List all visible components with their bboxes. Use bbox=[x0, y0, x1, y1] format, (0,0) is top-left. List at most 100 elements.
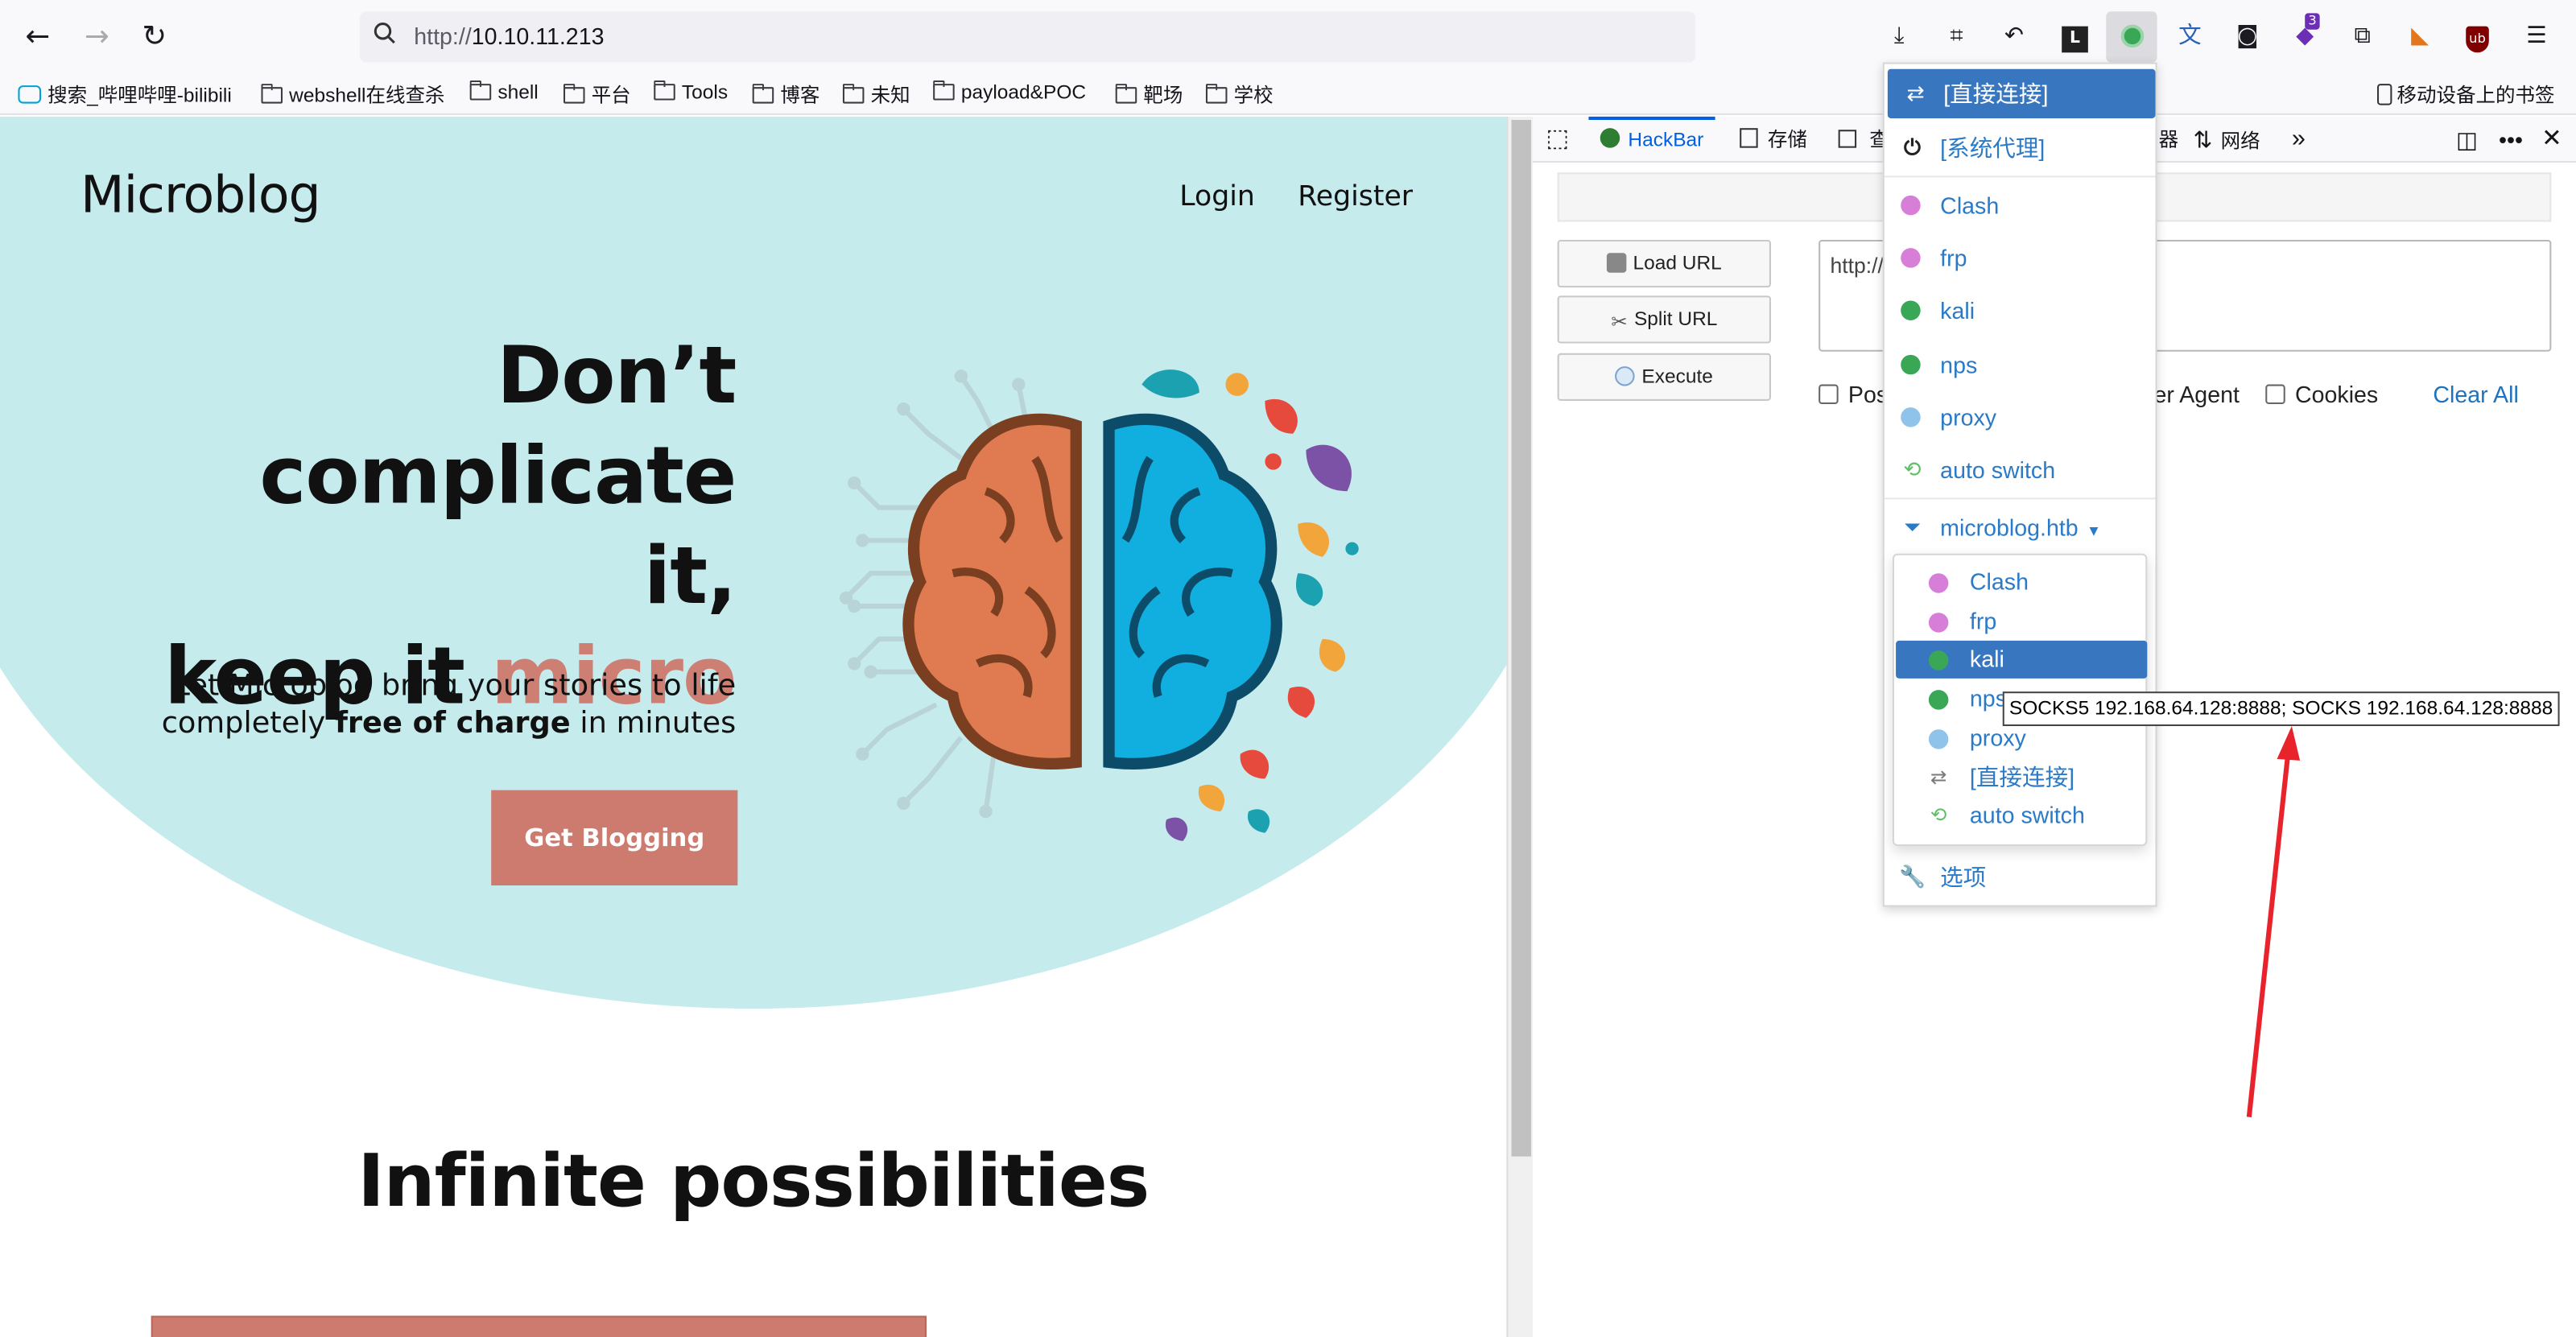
mobile-bookmarks[interactable]: 移动设备上的书签 bbox=[2377, 80, 2554, 110]
bookmark-folder[interactable]: 学校 bbox=[1205, 80, 1274, 110]
submenu-item-nps[interactable]: nps bbox=[1896, 680, 2147, 718]
bookmark-folder[interactable]: webshell在线查杀 bbox=[261, 80, 444, 110]
menu-item-kali[interactable]: kali bbox=[1885, 286, 2156, 335]
submenu-item-kali[interactable]: kali bbox=[1896, 640, 2148, 679]
dock-icon[interactable]: ◫ bbox=[2455, 126, 2479, 153]
mobile-device-icon bbox=[2377, 84, 2392, 105]
chip-icon bbox=[1838, 130, 1857, 148]
cookies-checkbox[interactable]: Cookies bbox=[2265, 381, 2378, 407]
bookmark-folder[interactable]: 平台 bbox=[563, 80, 631, 110]
menu-item-proxy[interactable]: proxy bbox=[1885, 393, 2156, 442]
undo-icon[interactable]: ↶ bbox=[2004, 23, 2024, 50]
bilibili-icon bbox=[18, 85, 42, 104]
folder-icon bbox=[842, 84, 865, 104]
more-options-icon[interactable]: ••• bbox=[2499, 126, 2524, 153]
page-scrollbar[interactable] bbox=[1506, 116, 1534, 1337]
brain-illustration bbox=[839, 369, 1359, 841]
folder-icon bbox=[933, 80, 955, 101]
address-bar[interactable]: http://10.10.11.213 bbox=[359, 11, 1696, 63]
hero-headline: Don’t complicate it, keep it micro bbox=[0, 327, 737, 728]
content-card bbox=[151, 1315, 927, 1337]
login-link[interactable]: Login bbox=[1179, 180, 1255, 214]
globe-icon bbox=[1901, 300, 1921, 320]
metamask-fox-icon[interactable]: ◣ bbox=[2411, 23, 2429, 50]
submenu-item-frp[interactable]: frp bbox=[1896, 603, 2147, 641]
tab-network[interactable]: ⇅网络 bbox=[2193, 126, 2260, 153]
menu-item-clash[interactable]: Clash bbox=[1885, 180, 2156, 229]
extension-l-icon[interactable]: L bbox=[2058, 19, 2091, 53]
forward-icon[interactable]: → bbox=[85, 19, 109, 55]
proxy-switcher-icon[interactable] bbox=[2106, 11, 2157, 63]
menu-item-nps[interactable]: nps bbox=[1885, 340, 2156, 389]
globe-icon bbox=[1901, 354, 1921, 375]
scrollbar-thumb[interactable] bbox=[1511, 119, 1532, 1157]
get-blogging-button[interactable]: Get Blogging bbox=[491, 790, 738, 885]
mask-icon[interactable]: ◙ bbox=[2235, 23, 2259, 50]
extensions-puzzle-icon[interactable]: ⧉ bbox=[2354, 23, 2371, 50]
submenu-item-direct[interactable]: ⇄[直接连接] bbox=[1896, 759, 2147, 797]
more-tabs-icon[interactable]: » bbox=[2291, 125, 2306, 153]
site-logo[interactable]: Microblog bbox=[80, 166, 321, 225]
bookmark-folder[interactable]: payload&POC bbox=[933, 80, 1086, 110]
globe-icon bbox=[1928, 729, 1949, 749]
globe-icon bbox=[1928, 650, 1949, 671]
bookmark-folder[interactable]: shell bbox=[469, 80, 539, 110]
direct-arrows-icon: ⇄ bbox=[1906, 80, 1925, 105]
menu-item-auto-switch[interactable]: ⟲auto switch bbox=[1885, 445, 2156, 494]
submenu-item-auto-switch[interactable]: ⟲auto switch bbox=[1896, 797, 2147, 835]
tab-partial-right[interactable]: 器 bbox=[2158, 128, 2179, 151]
bookmark-folder[interactable]: 靶场 bbox=[1115, 80, 1183, 110]
menu-item-domain-condition[interactable]: ⏷microblog.htb▼ bbox=[1885, 502, 2156, 551]
folder-icon bbox=[1205, 84, 1228, 104]
search-icon bbox=[374, 23, 395, 44]
translate-icon[interactable]: 文 bbox=[2178, 23, 2202, 50]
folder-icon bbox=[752, 84, 774, 104]
register-link[interactable]: Register bbox=[1298, 180, 1414, 214]
crop-icon[interactable]: ⌗ bbox=[1950, 23, 1963, 50]
tab-partial[interactable]: 查 bbox=[1838, 117, 1889, 163]
browser-toolbar: ← → ↻ http://10.10.11.213 ⤓ ⌗ ↶ L 文 ◙ ◆3… bbox=[0, 0, 2576, 76]
user-agent-label[interactable]: er Agent bbox=[2153, 381, 2240, 408]
submenu-item-clash[interactable]: Clash bbox=[1896, 563, 2147, 601]
bookmark-bilibili[interactable]: 搜索_哔哩哔哩-bilibili bbox=[18, 80, 232, 110]
globe-icon bbox=[1928, 613, 1949, 633]
tab-storage[interactable]: 存储 bbox=[1740, 117, 1807, 163]
folder-icon bbox=[469, 80, 492, 101]
folder-icon bbox=[654, 80, 675, 101]
network-icon: ⇅ bbox=[2193, 126, 2213, 153]
bookmark-folder[interactable]: 博客 bbox=[752, 80, 819, 110]
extension-badge-icon[interactable]: ◆3 bbox=[2289, 13, 2322, 52]
post-data-checkbox[interactable]: Pos bbox=[1818, 381, 1888, 407]
element-picker-icon[interactable]: ⬚ bbox=[1546, 125, 1570, 153]
bookmark-folder[interactable]: 未知 bbox=[842, 80, 910, 110]
menu-item-system-proxy[interactable]: ⏻[系统代理] bbox=[1885, 123, 2156, 172]
folder-icon bbox=[261, 84, 283, 104]
clear-all-link[interactable]: Clear All bbox=[2433, 381, 2519, 408]
reload-icon[interactable]: ↻ bbox=[142, 19, 167, 55]
ublock-icon[interactable]: ub bbox=[2461, 19, 2494, 53]
back-icon[interactable]: ← bbox=[25, 19, 51, 55]
split-url-button[interactable]: ✂Split URL bbox=[1557, 295, 1771, 344]
headline-line: keep it micro bbox=[164, 630, 737, 723]
folder-icon bbox=[563, 84, 585, 104]
web-page: Microblog Login Register Don’t complicat… bbox=[0, 116, 1507, 1337]
hero-subtitle: Let Microblog bring your stories to life… bbox=[161, 668, 737, 741]
menu-item-options[interactable]: 🔧选项 bbox=[1885, 852, 2156, 902]
menu-icon[interactable]: ☰ bbox=[2526, 23, 2547, 50]
load-url-button[interactable]: Load URL bbox=[1557, 239, 1771, 288]
close-icon[interactable]: ✕ bbox=[2541, 125, 2562, 153]
load-icon bbox=[1606, 253, 1627, 273]
execute-button[interactable]: Execute bbox=[1557, 353, 1771, 401]
submenu-item-proxy[interactable]: proxy bbox=[1896, 720, 2147, 757]
play-icon bbox=[1615, 366, 1636, 386]
folder-icon bbox=[1115, 84, 1137, 104]
download-icon[interactable]: ⤓ bbox=[1893, 23, 1905, 50]
wrench-icon: 🔧 bbox=[1899, 864, 1926, 889]
menu-item-direct[interactable]: ⇄[直接连接] bbox=[1887, 68, 2156, 118]
annotation-arrow bbox=[2246, 726, 2301, 1118]
tab-hackbar[interactable]: HackBar bbox=[1588, 116, 1715, 163]
menu-item-frp[interactable]: frp bbox=[1885, 233, 2156, 283]
bookmark-folder[interactable]: Tools bbox=[654, 80, 728, 110]
section-title: Infinite possibilities bbox=[357, 1140, 1150, 1224]
